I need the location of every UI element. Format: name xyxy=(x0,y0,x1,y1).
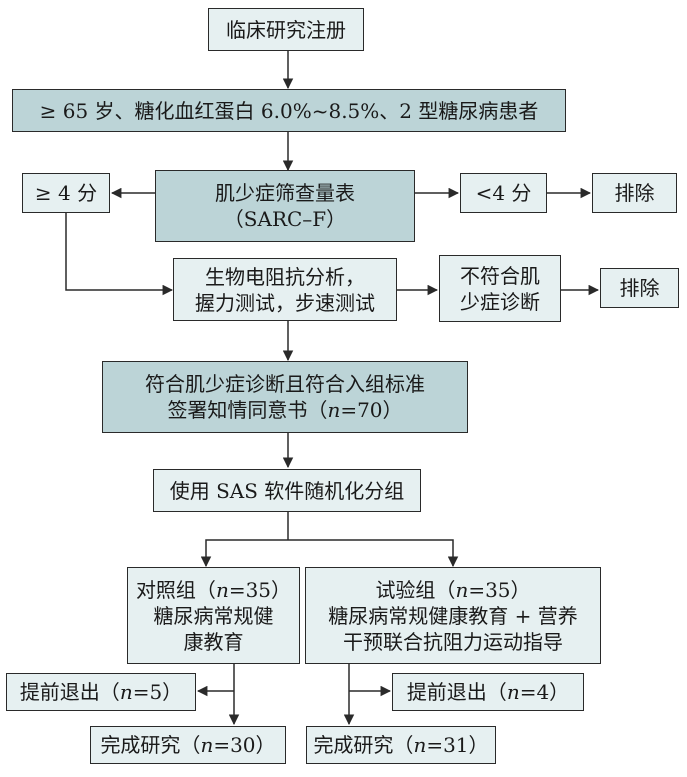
arrow-split-to-control xyxy=(200,539,288,568)
assessment-line2: 握力测试，步速测试 xyxy=(195,290,375,315)
enrolled-line2: 签署知情同意书（n=70） xyxy=(167,398,403,422)
assessment-line1: 生物电阻抗分析， xyxy=(205,264,365,289)
trial-dropout-label: 提前退出（n=4） xyxy=(406,680,570,704)
exclude-label-1: 排除 xyxy=(614,181,655,205)
score-high-label: ≥ 4 分 xyxy=(34,181,98,205)
trial-complete-label: 完成研究（n=31） xyxy=(313,733,489,757)
sarcf-title: 肌少症筛查量表 xyxy=(215,181,355,205)
randomization-label: 使用 SAS 软件随机化分组 xyxy=(169,478,405,503)
enrolled-box: 符合肌少症诊断且符合入组标准 签署知情同意书（n=70） xyxy=(102,361,468,433)
not-meet-line2: 少症诊断 xyxy=(460,289,540,314)
control-complete-box: 完成研究（n=30） xyxy=(90,726,286,764)
trial-line1: 试验组（n=35） xyxy=(375,577,531,602)
not-meet-line1: 不符合肌 xyxy=(460,263,540,288)
sarcf-screening-box: 肌少症筛查量表 （SARC–F） xyxy=(155,170,415,242)
score-high-box: ≥ 4 分 xyxy=(22,173,110,213)
trial-line2: 糖尿病常规健康教育 + 营养 xyxy=(328,603,578,628)
registration-box: 临床研究注册 xyxy=(208,8,364,51)
randomization-box: 使用 SAS 软件随机化分组 xyxy=(153,469,421,512)
exclude-label-2: 排除 xyxy=(619,276,660,300)
trial-group-box: 试验组（n=35） 糖尿病常规健康教育 + 营养 干预联合抗阻力运动指导 xyxy=(305,567,601,664)
control-complete-label: 完成研究（n=30） xyxy=(100,733,276,757)
arrow-high-score-to-assessment xyxy=(65,213,174,296)
score-low-label: <4 分 xyxy=(475,181,532,205)
score-low-box: <4 分 xyxy=(460,173,547,213)
exclude-box-2: 排除 xyxy=(600,268,679,308)
control-group-box: 对照组（n=35） 糖尿病常规健 康教育 xyxy=(127,567,300,664)
control-line2: 糖尿病常规健 xyxy=(153,603,274,628)
trial-complete-box: 完成研究（n=31） xyxy=(306,726,496,764)
inclusion-criteria-box: ≥ 65 岁、糖化血红蛋白 6.0%~8.5%、2 型糖尿病患者 xyxy=(12,89,566,132)
control-line3: 康教育 xyxy=(183,629,244,654)
not-meet-diagnosis-box: 不符合肌 少症诊断 xyxy=(439,255,561,322)
control-dropout-box: 提前退出（n=5） xyxy=(6,673,196,711)
exclude-box-1: 排除 xyxy=(592,173,677,213)
control-dropout-label: 提前退出（n=5） xyxy=(19,680,183,704)
trial-line3: 干预联合抗阻力运动指导 xyxy=(343,629,563,654)
inclusion-criteria-label: ≥ 65 岁、糖化血红蛋白 6.0%~8.5%、2 型糖尿病患者 xyxy=(39,98,539,123)
registration-label: 临床研究注册 xyxy=(226,17,346,42)
enrolled-line1: 符合肌少症诊断且符合入组标准 xyxy=(145,372,425,396)
trial-dropout-box: 提前退出（n=4） xyxy=(392,673,584,711)
arrow-split-to-trial xyxy=(288,539,459,568)
sarcf-subtitle: （SARC–F） xyxy=(223,207,347,231)
control-line1: 对照组（n=35） xyxy=(135,577,292,602)
assessment-box: 生物电阻抗分析， 握力测试，步速测试 xyxy=(173,258,397,321)
